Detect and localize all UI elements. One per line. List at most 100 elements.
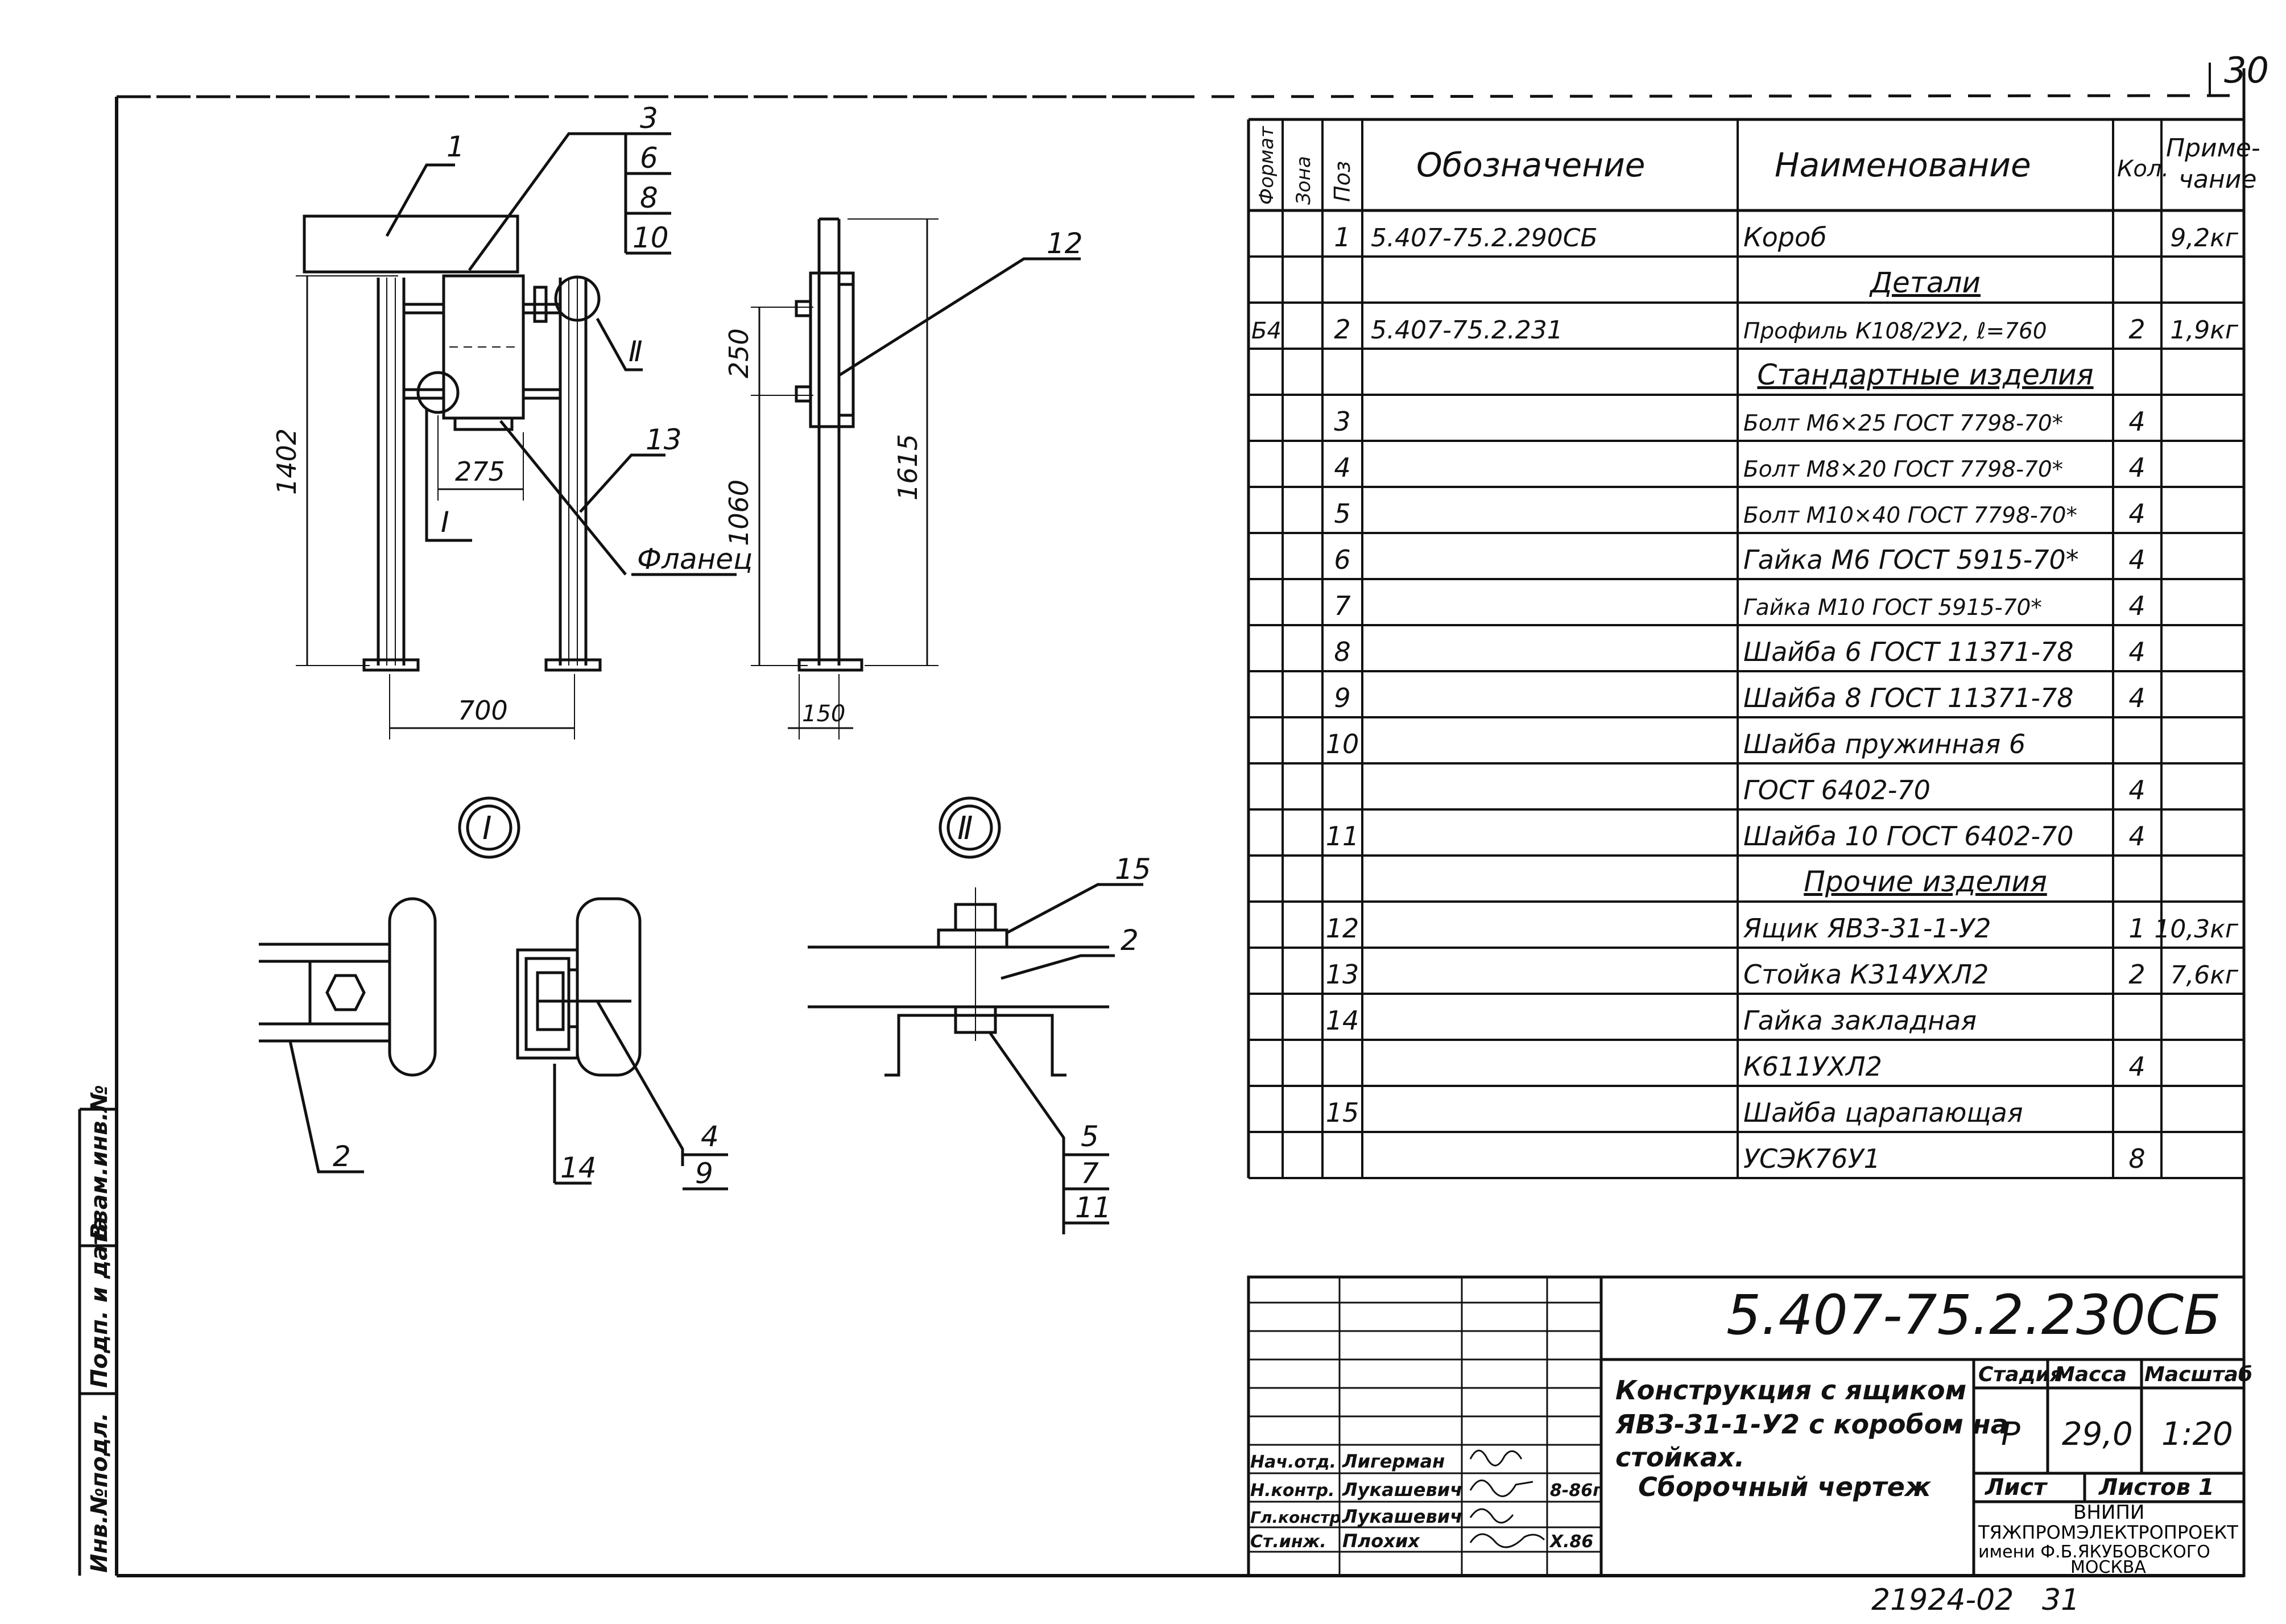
cell-designation: 5.407-75.2.290СБ [1371, 224, 1598, 253]
label-detail-II: Ⅱ [629, 335, 643, 368]
detail-II-label-5: 5 [1081, 1120, 1099, 1153]
detail-II-label-15: 15 [1115, 853, 1151, 886]
cell-section: Детали [1869, 266, 1981, 299]
signature-marks [1469, 1449, 1545, 1548]
header-note-1: Приме- [2166, 134, 2260, 163]
detail-II-label-2: 2 [1121, 924, 1139, 957]
cell-qty: 4 [2128, 683, 2145, 713]
title-block [1247, 1275, 2246, 1577]
cell-name: Гайка М6 ГОСТ 5915-70* [1743, 544, 2079, 575]
mass-value: 29,0 [2062, 1416, 2133, 1453]
side-view [751, 217, 1081, 739]
sig-date-2: 8-86г [1550, 1481, 1602, 1501]
side-yashchik-box [809, 271, 855, 428]
sig-name-4: Плохих [1342, 1530, 1420, 1552]
detail-I-marker [416, 371, 460, 414]
cell-pos: 14 [1326, 1005, 1359, 1036]
label-13: 13 [646, 423, 682, 456]
detail-II [808, 796, 1143, 1234]
front-view [296, 132, 737, 739]
margin-vzam-inv: Взам.инв.№ [86, 1085, 113, 1240]
dim-700: 700 [458, 695, 508, 726]
description-line-1: Конструкция с ящиком [1615, 1375, 1966, 1406]
org-line-2: ТЯЖПРОМЭЛЕКТРОПРОЕКТ [1978, 1522, 2238, 1543]
description-line-3: стойках. [1615, 1442, 1745, 1473]
cell-pos: 6 [1334, 544, 1350, 575]
scale-label: Масштаб [2144, 1363, 2252, 1386]
header-zone: Зона [1292, 156, 1315, 205]
org-line-3: имени Ф.Б.ЯКУБОВСКОГО [1978, 1542, 2210, 1562]
page-number: 30 [2224, 49, 2269, 91]
cell-name: Шайба 6 ГОСТ 11371-78 [1743, 637, 2073, 667]
label-detail-I: Ⅰ [441, 506, 449, 539]
header-qty: Кол. [2117, 156, 2169, 182]
cell-name: Стойка К314УХЛ2 [1743, 959, 1989, 990]
dim-1060: 1060 [724, 480, 754, 546]
cell-pos: 4 [1334, 452, 1350, 483]
label-3: 3 [640, 102, 658, 135]
dim-250: 250 [724, 328, 754, 378]
cell-pos: 12 [1326, 913, 1359, 944]
cell-format: Б4 [1251, 318, 1282, 344]
sig-role-4: Ст.инж. [1250, 1532, 1326, 1552]
detail-I-label-9: 9 [695, 1157, 713, 1190]
cell-name: Шайба 8 ГОСТ 11371-78 [1743, 683, 2073, 713]
sig-date-4: Х.86 [1549, 1532, 1593, 1552]
cell-name: Короб [1743, 222, 1827, 253]
org-line-4: МОСКВА [2070, 1557, 2146, 1577]
detail-I [259, 796, 728, 1191]
cell-qty: 1 [2128, 913, 2145, 944]
cell-name: Шайба пружинная 6 [1743, 729, 2025, 759]
cell-qty: 2 [2128, 314, 2145, 345]
sig-name-2: Лукашевич [1342, 1479, 1462, 1501]
description-line-2: ЯВЗ-31-1-У2 с коробом на [1615, 1409, 2008, 1440]
korob-box [303, 214, 519, 274]
sig-role-2: Н.контр. [1250, 1481, 1334, 1501]
stage-value: Р [2001, 1416, 2020, 1453]
label-6: 6 [640, 142, 658, 175]
cell-pos: 8 [1334, 637, 1350, 667]
doc-number: 5.407-75.2.230СБ [1726, 1283, 2221, 1347]
cell-name: УСЭК76У1 [1743, 1143, 1880, 1174]
header-pos: Поз [1330, 161, 1355, 202]
cell-name: Гайка закладная [1743, 1005, 1977, 1036]
detail-II-label-11: 11 [1075, 1191, 1111, 1224]
cell-pos: 11 [1326, 821, 1359, 852]
label-flanets: Фланец [637, 543, 753, 576]
header-note-2: чание [2178, 165, 2256, 194]
label-1: 1 [447, 130, 465, 163]
org-line-1: ВНИПИ [2073, 1501, 2144, 1524]
cell-section: Стандартные изделия [1757, 358, 2093, 391]
detail-I-title: Ⅰ [482, 810, 492, 847]
sig-name-1: Лигерман [1342, 1451, 1445, 1472]
header-format: Формат [1255, 126, 1278, 205]
cell-name: ГОСТ 6402-70 [1743, 775, 1931, 805]
cell-pos: 9 [1334, 683, 1350, 713]
cell-pos: 13 [1326, 959, 1359, 990]
detail-II-marker [554, 275, 601, 322]
header-designation: Обозначение [1416, 146, 1645, 184]
cell-qty: 2 [2128, 959, 2145, 990]
detail-I-label-14: 14 [560, 1151, 597, 1184]
margin-inv-podl: Инв.№подл. [86, 1412, 113, 1573]
cell-pos: 10 [1326, 729, 1359, 759]
header-name: Наименование [1775, 146, 2031, 184]
cell-pos: 3 [1334, 406, 1350, 437]
bottom-code: 21924-02 [1871, 1583, 2014, 1617]
bottom-number: 31 [2042, 1583, 2080, 1617]
cell-note: 10,3кг [2154, 915, 2239, 944]
cell-qty: 4 [2128, 637, 2145, 667]
margin-podp-data: Подп. и дата [86, 1217, 113, 1388]
mass-label: Масса [2054, 1363, 2127, 1386]
cell-name: К611УХЛ2 [1743, 1051, 1882, 1082]
dim-1615: 1615 [892, 434, 923, 501]
cell-name: Болт М6×25 ГОСТ 7798-70* [1743, 411, 2063, 436]
detail-I-label-4: 4 [701, 1120, 719, 1153]
cell-name: Профиль К108/2У2, ℓ=760 [1743, 319, 2047, 344]
cell-pos: 7 [1334, 590, 1350, 621]
dim-275: 275 [455, 456, 505, 487]
cell-name: Гайка М10 ГОСТ 5915-70* [1743, 595, 2042, 621]
label-12: 12 [1047, 227, 1083, 260]
cell-qty: 4 [2128, 544, 2145, 575]
cell-qty: 4 [2128, 590, 2145, 621]
